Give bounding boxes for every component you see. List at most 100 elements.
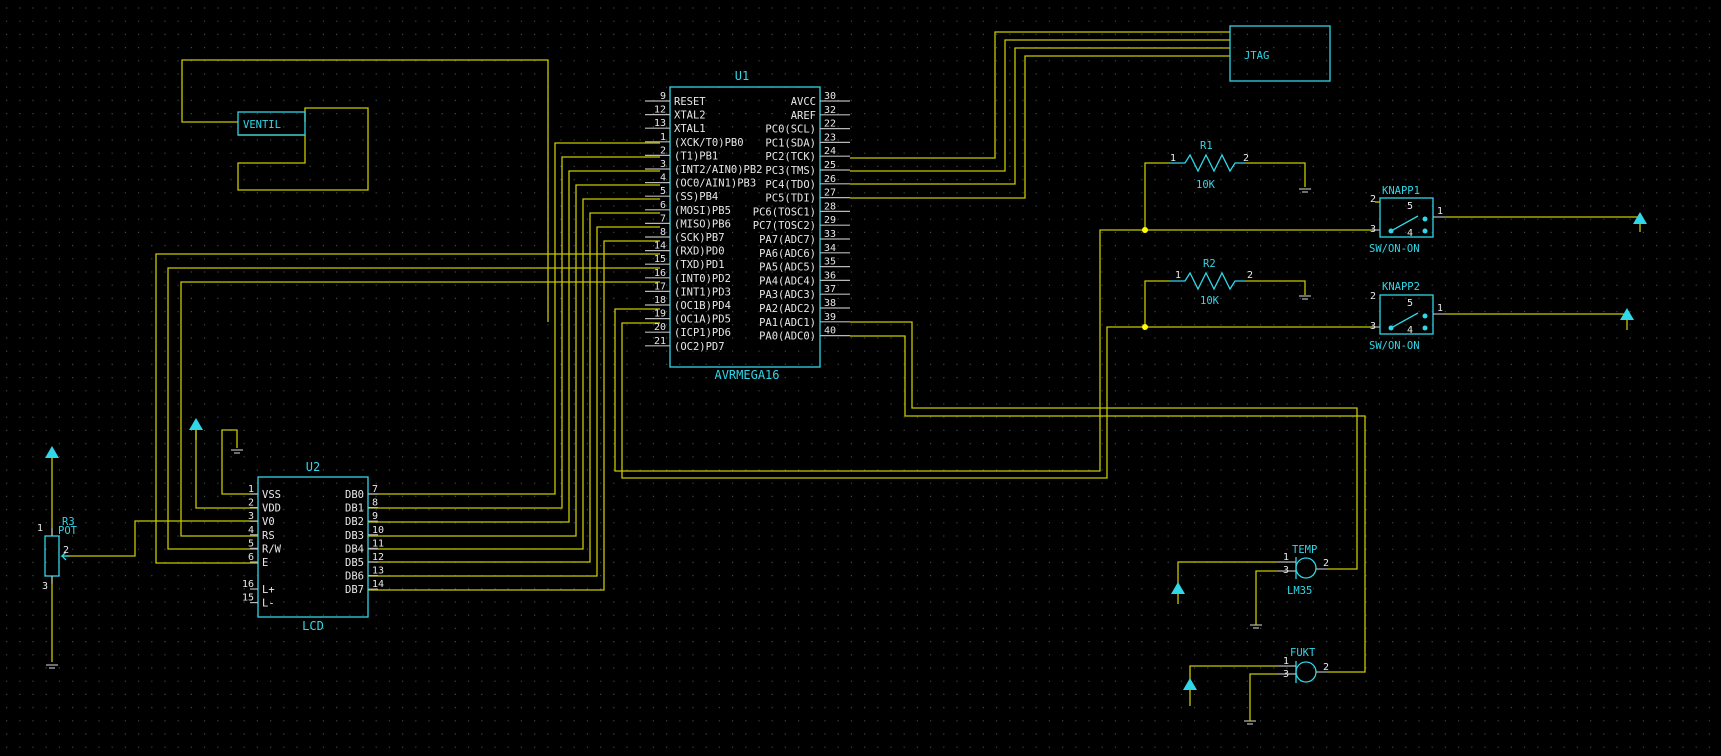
- r2-pin2: 2: [1247, 270, 1253, 281]
- temp-sensor[interactable]: TEMP LM35 1 3 2: [1278, 544, 1329, 597]
- r2-value: 10K: [1200, 295, 1220, 307]
- r3-pin2: 2: [63, 545, 69, 556]
- knapp1-pin1: 1: [1437, 206, 1443, 217]
- knapp2-pin1: 1: [1437, 303, 1443, 314]
- u1-left-pin-number: 8: [660, 227, 666, 238]
- junction-dot: [1142, 324, 1148, 330]
- u2-right-pin-number: 12: [372, 552, 384, 563]
- u1-right-pin-name: PA3(ADC3): [759, 289, 816, 301]
- temp-body: [1295, 557, 1317, 579]
- fukt-sensor[interactable]: FUKT 1 3 2: [1278, 647, 1329, 683]
- wire: [368, 142, 660, 495]
- u1-right-pin-name: PC4(TDO): [765, 179, 816, 191]
- wire: [62, 520, 258, 557]
- u1-right-pin-number: 22: [824, 119, 836, 130]
- u1-right-pin-name: PA5(ADC5): [759, 262, 816, 274]
- ventil-body: [237, 111, 306, 136]
- jtag-body: [1229, 25, 1331, 82]
- u1-right-pin-name: PC7(TOSC2): [753, 220, 816, 232]
- ground-icon: [1299, 188, 1311, 193]
- u2-right-pin-number: 14: [372, 579, 384, 590]
- u1-left-pin-name: (INT1)PD3: [674, 286, 731, 298]
- u2-right-pin-number: 10: [372, 525, 384, 536]
- power-symbols: [45, 188, 1647, 725]
- grid-dots: [6, 7, 1710, 748]
- r3-potentiometer[interactable]: R3 POT 1 2 3: [37, 516, 78, 592]
- ventil-block[interactable]: VENTIL: [237, 111, 306, 136]
- u1-right-pin-number: 28: [824, 201, 836, 212]
- u1-left-pin-number: 14: [654, 241, 666, 252]
- u2-value: LCD: [302, 619, 324, 633]
- u1-right-pin-number: 36: [824, 270, 836, 281]
- knapp1-switch[interactable]: KNAPP1 SW/ON-ON 2 3 5 4 1: [1369, 185, 1446, 255]
- u1-left-pin-number: 1: [660, 132, 666, 143]
- u2-right-pin-name: DB1: [345, 503, 364, 515]
- u2-left-pin-number: 6: [248, 552, 254, 563]
- u2-left-pin-number: 2: [248, 498, 254, 509]
- fukt-pin1: 1: [1283, 656, 1289, 667]
- u1-right-pin-name: PC1(SDA): [765, 137, 816, 149]
- knapp2-contact: [1422, 313, 1428, 319]
- u2-left-pin-number: 3: [248, 511, 254, 522]
- temp-ref: TEMP: [1292, 544, 1317, 556]
- wire: [237, 107, 369, 191]
- temp-pin1: 1: [1283, 552, 1289, 563]
- jtag-block[interactable]: JTAG: [1229, 25, 1331, 82]
- u1-left-pin-name: (MOSI)PB5: [674, 205, 731, 217]
- u1-right-pin-number: 37: [824, 284, 836, 295]
- wire: [621, 322, 1375, 479]
- u1-left-pin-name: (OC1B)PD4: [674, 300, 731, 312]
- u1-ref: U1: [735, 69, 749, 83]
- u2-ref: U2: [306, 460, 320, 474]
- u1-left-pin-number: 3: [660, 159, 666, 170]
- r1-resistor[interactable]: R1 10K 1 2: [1170, 140, 1249, 191]
- u2-left-pin-name: E: [262, 557, 268, 569]
- u2-left-pin-number: 16: [242, 579, 254, 590]
- u2-right-pin-name: DB5: [345, 557, 364, 569]
- knapp2-contact: [1422, 325, 1428, 331]
- wire: [1144, 280, 1170, 327]
- knapp2-switch[interactable]: KNAPP2 SW/ON-ON 2 3 5 4 1: [1369, 281, 1446, 352]
- u2-right-pin-number: 7: [372, 484, 378, 495]
- wire: [850, 55, 1230, 199]
- u1-right-pin-name: PA6(ADC6): [759, 248, 816, 260]
- u2-left-pin-name: R/W: [262, 543, 282, 555]
- u1-right-pin-number: 32: [824, 105, 836, 116]
- u1-left-pin-name: (XCK/T0)PB0: [674, 137, 744, 149]
- u1-right-pin-name: PC2(TCK): [765, 151, 816, 163]
- u2-right-pin-name: DB4: [345, 543, 364, 555]
- wire: [368, 184, 660, 537]
- wire: [368, 240, 660, 591]
- ground-icon: [46, 664, 58, 669]
- u1-right-pin-number: 33: [824, 229, 836, 240]
- u2-left-pin-number: 4: [248, 525, 254, 536]
- u1-left-pin-number: 21: [654, 336, 666, 347]
- temp-value: LM35: [1287, 585, 1312, 597]
- u1-left-pin-number: 20: [654, 322, 666, 333]
- u1-right-pin-number: 27: [824, 188, 836, 199]
- junction-dot: [1142, 227, 1148, 233]
- u2-right-pin-number: 11: [372, 538, 384, 549]
- ground-icon: [1250, 624, 1262, 629]
- u1-right-pin-number: 23: [824, 132, 836, 143]
- u1-left-pin-number: 4: [660, 173, 666, 184]
- knapp1-ref: KNAPP1: [1382, 185, 1420, 197]
- knapp2-value: SW/ON-ON: [1369, 340, 1420, 352]
- r3-pin3: 3: [42, 581, 48, 592]
- knapp1-value: SW/ON-ON: [1369, 243, 1420, 255]
- u2-right-pin-number: 9: [372, 511, 378, 522]
- u1-right-pin-name: PA4(ADC4): [759, 275, 816, 287]
- wire: [195, 425, 258, 509]
- u1-left-pin-name: (MISO)PB6: [674, 218, 731, 230]
- knapp2-pin2: 2: [1370, 291, 1376, 302]
- u1-right-pin-number: 34: [824, 243, 836, 254]
- r2-resistor[interactable]: R2 10K 1 2: [1170, 258, 1253, 307]
- u1-left-pin-name: XTAL2: [674, 110, 706, 122]
- r3-wiper: [60, 551, 70, 561]
- fukt-pin3: 3: [1283, 669, 1289, 680]
